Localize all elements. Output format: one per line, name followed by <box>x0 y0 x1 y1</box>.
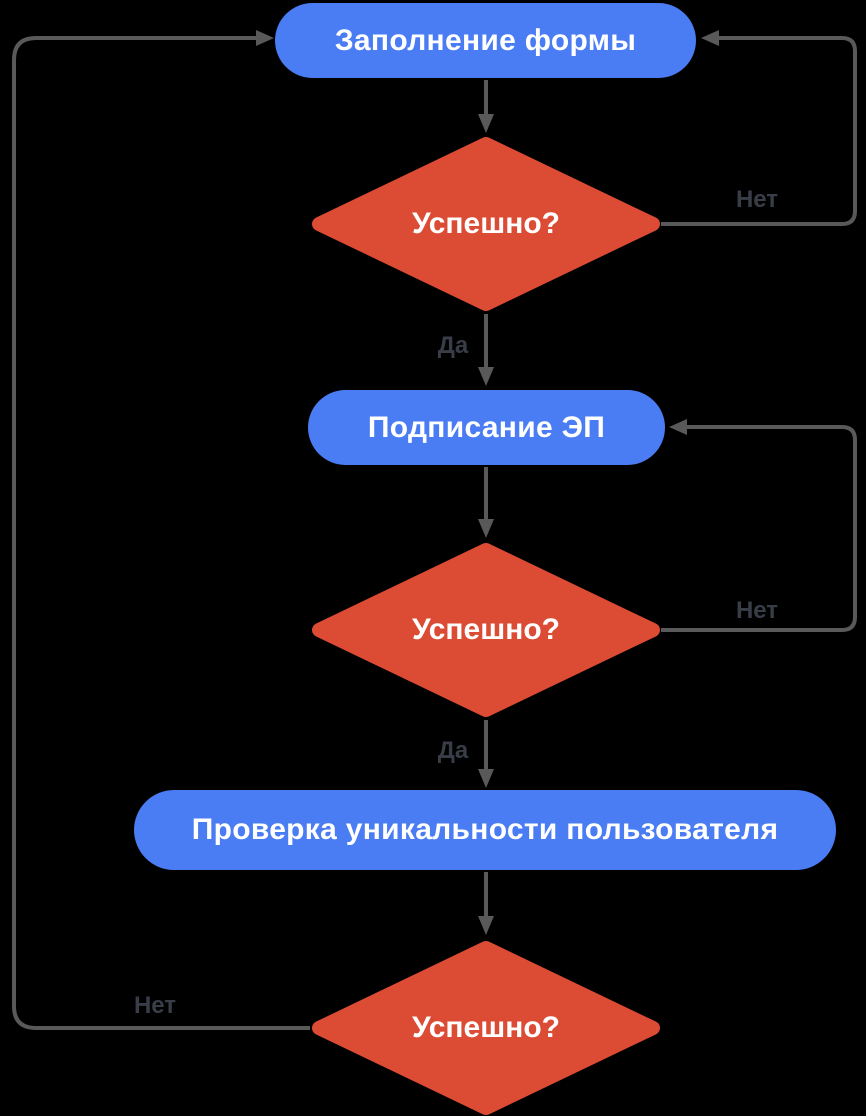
node-fill-form: Заполнение формы <box>275 3 696 78</box>
arrow-down-icon <box>478 916 494 935</box>
arrow-down-icon <box>478 519 494 538</box>
edge-label-no-3: Нет <box>133 992 177 1019</box>
decision-check-1: Успешно? <box>311 136 661 312</box>
edge-label-yes-1: Да <box>437 332 469 359</box>
arrow-left-icon <box>701 30 719 46</box>
edge-check1-no-loop <box>661 36 857 226</box>
edge-check2-no-loop <box>661 425 857 632</box>
edge-label-yes-2: Да <box>437 737 469 764</box>
edge-label-no-2: Нет <box>735 597 779 624</box>
diamond-shape-icon <box>312 543 660 717</box>
decision-check-2: Успешно? <box>311 542 661 718</box>
arrow-down-icon <box>478 114 494 133</box>
arrow-down-icon <box>478 367 494 386</box>
diamond-shape-icon <box>312 941 660 1115</box>
arrow-down-icon <box>478 769 494 788</box>
decision-check-3: Успешно? <box>311 940 661 1116</box>
node-sign-ep-label: Подписание ЭП <box>367 410 606 444</box>
diamond-shape-icon <box>312 137 660 311</box>
node-uniqueness: Проверка уникальности пользователя <box>134 790 836 870</box>
edge-check3-no-loop <box>12 36 310 1030</box>
node-sign-ep: Подписание ЭП <box>308 390 665 465</box>
decision-check-3-label: Успешно? <box>411 1011 561 1044</box>
arrow-right-icon <box>256 30 274 46</box>
decision-check-1-label: Успешно? <box>411 207 561 240</box>
node-uniqueness-label: Проверка уникальности пользователя <box>191 813 779 846</box>
arrow-left-icon <box>669 419 687 435</box>
edge-label-no-1: Нет <box>735 186 779 213</box>
decision-check-2-label: Успешно? <box>411 613 561 646</box>
node-fill-form-label: Заполнение формы <box>334 23 637 57</box>
